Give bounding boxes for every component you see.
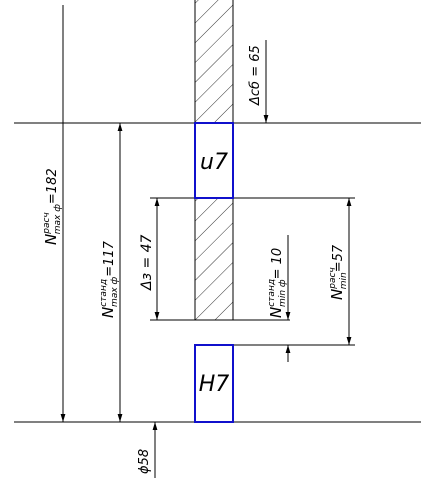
shaft-tolerance-box [194,122,234,199]
nmax-std-label: Nстандmax ф=117 [99,240,120,318]
delta-z-label: Δз = 47 [139,234,155,291]
upper-hatched-zone [195,0,233,123]
shaft-fit-label: u7 [200,150,228,175]
hole-tolerance-box [194,344,234,423]
nmax-calc-label: Nрасчmax ф=182 [42,168,63,245]
nmin-calc-label: Nрасчmin=57 [328,244,349,300]
middle-hatched-zone [195,198,233,320]
hole-fit-label: H7 [199,372,230,397]
nmin-std-label: Nстандmin ф= 10 [267,248,288,318]
diameter-label: ϕ58 [137,449,152,474]
delta-sb-label: Δсб = 65 [248,45,263,106]
